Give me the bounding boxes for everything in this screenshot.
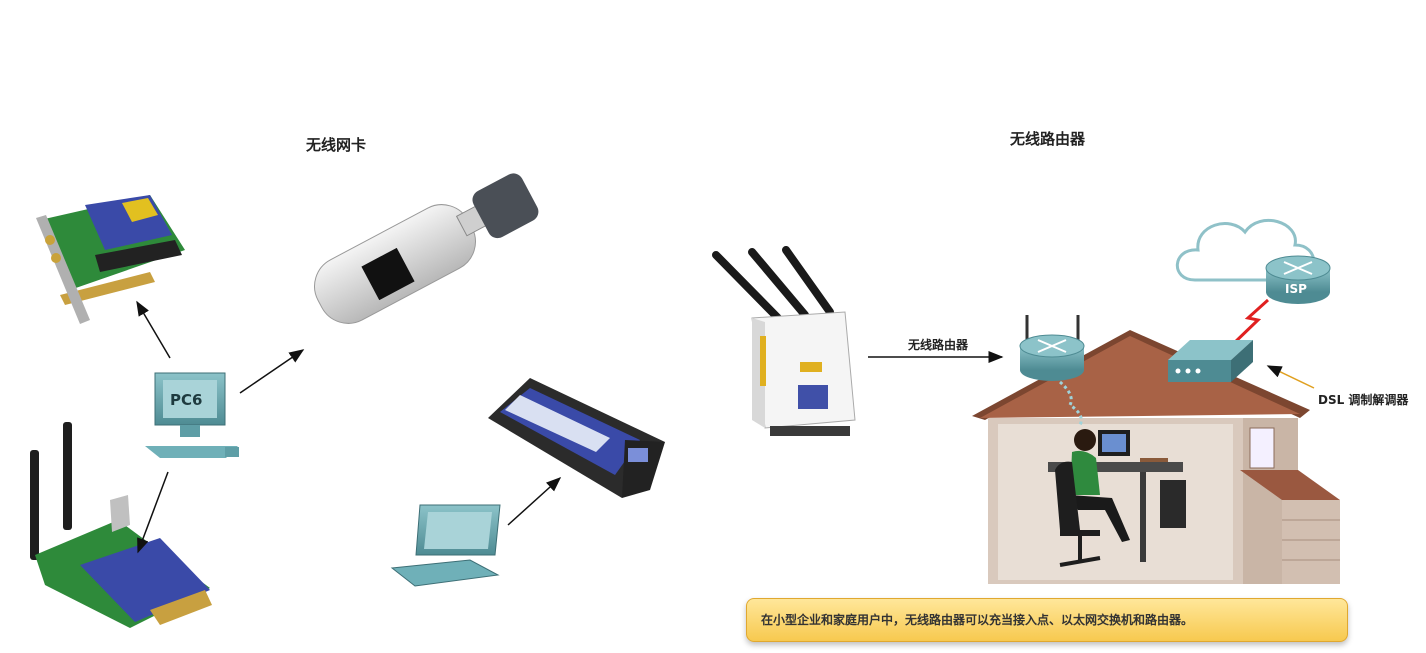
- wireless-router-title: 无线路由器: [1010, 130, 1086, 148]
- arrow-to-dsl-modem: [1266, 365, 1315, 389]
- arrow-to-dual-antenna-card: [137, 471, 169, 554]
- arrow-to-usb-adapter: [239, 349, 305, 394]
- pcmcia-wireless-card-image: [488, 378, 665, 498]
- caption-text: 在小型企业和家庭用户中，无线路由器可以充当接入点、以太网交换机和路由器。: [761, 613, 1194, 627]
- wireless-nic-title: 无线网卡: [306, 136, 367, 154]
- dsl-modem-icon: [1168, 340, 1253, 382]
- router-arrow-label: 无线路由器: [908, 338, 969, 352]
- home-wireless-router-icon: [1019, 315, 1085, 381]
- pci-wireless-card-image: [36, 195, 185, 324]
- wan-link-bolt: [1230, 298, 1270, 347]
- wireless-router-image: [712, 246, 856, 436]
- pc6-label: PC6: [170, 391, 203, 409]
- caption-box: 在小型企业和家庭用户中，无线路由器可以充当接入点、以太网交换机和路由器。: [746, 598, 1348, 642]
- dsl-modem-label: DSL 调制解调器: [1318, 393, 1409, 407]
- arrow-to-pcmcia-card: [507, 476, 562, 526]
- laptop-icon: [390, 504, 501, 587]
- wireless-signal-waves: [1059, 380, 1083, 426]
- pc6-computer-icon: [145, 372, 239, 458]
- pci-dual-antenna-card-image: [30, 422, 212, 628]
- person-at-computer-illustration: [1048, 429, 1186, 567]
- isp-label: ISP: [1285, 282, 1307, 296]
- arrow-to-pci-card: [136, 300, 171, 359]
- isp-router-icon: [1265, 255, 1331, 304]
- usb-wireless-adapter-image: [314, 173, 539, 324]
